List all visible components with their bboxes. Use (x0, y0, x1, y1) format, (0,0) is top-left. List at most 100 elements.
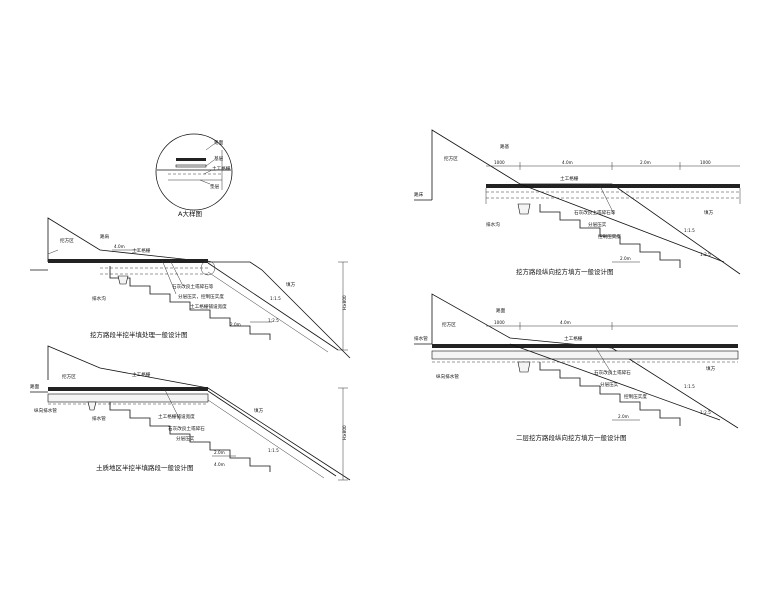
d3-fill-slope (519, 183, 725, 263)
d1-height-label: H≥800 (342, 295, 347, 310)
d2-height-label: H≥800 (342, 425, 347, 440)
d4-note3: 控制压实度 (624, 393, 647, 400)
d3-note3: 控制压实度 (598, 233, 621, 240)
detail-a-label-b: 基层 (214, 155, 224, 162)
d4-cut-zone: 挖方区 (442, 321, 456, 328)
d2-cut-zone: 挖方区 (62, 373, 76, 380)
d2-edge: 路面 (30, 383, 40, 390)
d3-cut-zone: 挖方区 (444, 155, 458, 162)
d4-side-note: 排水管 (414, 335, 428, 342)
d2-drain-label: 排水管 (92, 415, 106, 422)
d3-slope2: 1:2.5 (700, 252, 711, 257)
d4-note1: 石灰改良土或碎石 (594, 369, 631, 376)
detail-a-leader-c (203, 169, 213, 175)
d4-slope2: 1:2.5 (700, 410, 711, 415)
d4-mark: 路面 (496, 307, 506, 314)
d4-cut-slope (431, 293, 739, 429)
d4-title: 二层挖方路段纵向挖方填方一般设计图 (516, 433, 627, 442)
detail-a-leader-b (205, 159, 215, 167)
d2-layer1: 土工格栅 (132, 371, 151, 378)
d3-drain (517, 203, 531, 215)
d2-fill: 填方 (254, 407, 264, 414)
d3-drain-label: 排水沟 (486, 221, 500, 228)
detail-a-title: A大样图 (178, 209, 202, 218)
d3-benches (539, 204, 681, 268)
d4-fill: 填方 (706, 365, 716, 372)
d4-dim-1: 1000 (494, 320, 505, 325)
detail-a-base (175, 164, 207, 168)
detail-a-leader-d (199, 179, 211, 185)
d3-dim-4: 1000 (700, 160, 711, 165)
d2-fill-slope-2 (207, 399, 325, 479)
d3-pavement (486, 184, 740, 188)
d2-drain (87, 401, 97, 411)
diagram-4: 挖方区 路面 排水管 土工格栅 1000 4.0m 纵向排水管 石灰改良土或碎石… (414, 293, 739, 442)
detail-a-label-a: 路面 (214, 139, 224, 146)
d3-mark: 路床 (414, 191, 424, 198)
detail-a-pavement (176, 158, 206, 161)
d3-step-label: 2.0m (620, 256, 631, 261)
d1-step-label: 2.0m (230, 322, 241, 327)
d1-leader-2 (169, 259, 183, 285)
d1-pavement (48, 259, 208, 263)
d1-detail-callout (200, 260, 216, 276)
d3-fill: 填方 (704, 209, 714, 216)
d2-mesh: 土工格栅铺设宽度 (158, 413, 195, 420)
d2-slope1: 1:1.5 (268, 448, 279, 453)
d4-drain-label: 纵向排水管 (436, 373, 459, 380)
d2-leader-1 (163, 387, 181, 421)
d1-layer1: 土工格栅 (132, 247, 151, 254)
d3-layer1: 土工格栅 (560, 175, 579, 182)
d2-pavement (48, 387, 208, 391)
detail-a-label-d: 垫层 (210, 183, 220, 190)
detail-a-leader-a (205, 143, 215, 151)
d4-dim-2: 4.0m (560, 320, 571, 325)
d1-note2: 分层压实，控制压实度 (178, 293, 224, 300)
d1-cut-slope (47, 217, 351, 359)
d4-fill-slope (509, 343, 721, 421)
d3-edge: 路基 (500, 143, 510, 150)
d3-cut-slope (431, 129, 741, 275)
d2-step-label: 2.0m (214, 450, 225, 455)
d1-slope2: 1:2.5 (268, 318, 279, 323)
diagram-3: 挖方区 路基 路床 土工格栅 1000 4.0m 2.0m 1000 排水沟 石… (414, 129, 741, 276)
d3-dim-3: 2.0m (640, 160, 651, 165)
d1-benches (109, 266, 271, 340)
d3-note2: 分层压实 (588, 221, 607, 228)
d4-slope1: 1:1.5 (684, 384, 695, 389)
d3-note1: 石灰改良土或碎石等 (574, 209, 616, 216)
d4-step-label: 2.0m (618, 414, 629, 419)
detail-a-circle (155, 133, 233, 211)
d3-slope1: 1:1.5 (684, 228, 695, 233)
d2-left-note: 纵向排水管 (34, 407, 57, 414)
d3-leader (599, 185, 615, 215)
d2-base (47, 393, 209, 403)
d4-base (431, 350, 739, 360)
d2-fill-slope (207, 390, 337, 477)
d2-title: 土质地区半挖半填路段一般设计图 (96, 463, 194, 472)
d4-note2: 分层压实 (600, 381, 619, 388)
detail-a: 路面 基层 土工格栅 垫层 A大样图 (155, 133, 233, 218)
d3-title: 挖方路段纵向挖方填方一般设计图 (516, 267, 614, 276)
d1-mesh: 土工格栅铺设宽度 (190, 303, 227, 310)
detail-a-label-c: 土工格栅 (212, 165, 231, 172)
d1-slope1: 1:1.5 (270, 296, 281, 301)
d2-cut-slope (47, 345, 351, 481)
d1-edge: 路肩 (100, 233, 110, 240)
d2-benches (109, 402, 271, 472)
d3-dim-2: 4.0m (562, 160, 573, 165)
diagram-1: 挖方区 路肩 土工格栅 排水沟 石灰改良土或碎石等 分层压实，控制压实度 土工格… (30, 217, 351, 359)
d1-drain (117, 275, 129, 285)
d4-drain (517, 361, 531, 373)
d3-dim-1: 1000 (494, 160, 505, 165)
d4-layer1: 土工格栅 (564, 335, 583, 342)
d1-title: 挖方路段半挖半填处理一般设计图 (90, 330, 188, 339)
d2-width-label: 4.0m (214, 462, 225, 467)
d1-width-label: 4.0m (114, 244, 125, 249)
d1-leader-1 (161, 259, 177, 295)
diagram-2: 挖方区 路面 土工格栅 纵向排水管 排水管 土工格栅铺设宽度 石灰改良土或碎石 … (30, 345, 351, 481)
d1-drain-label: 排水沟 (92, 295, 106, 302)
d1-fill: 填方 (286, 281, 296, 288)
d1-fill-slope (207, 262, 339, 351)
